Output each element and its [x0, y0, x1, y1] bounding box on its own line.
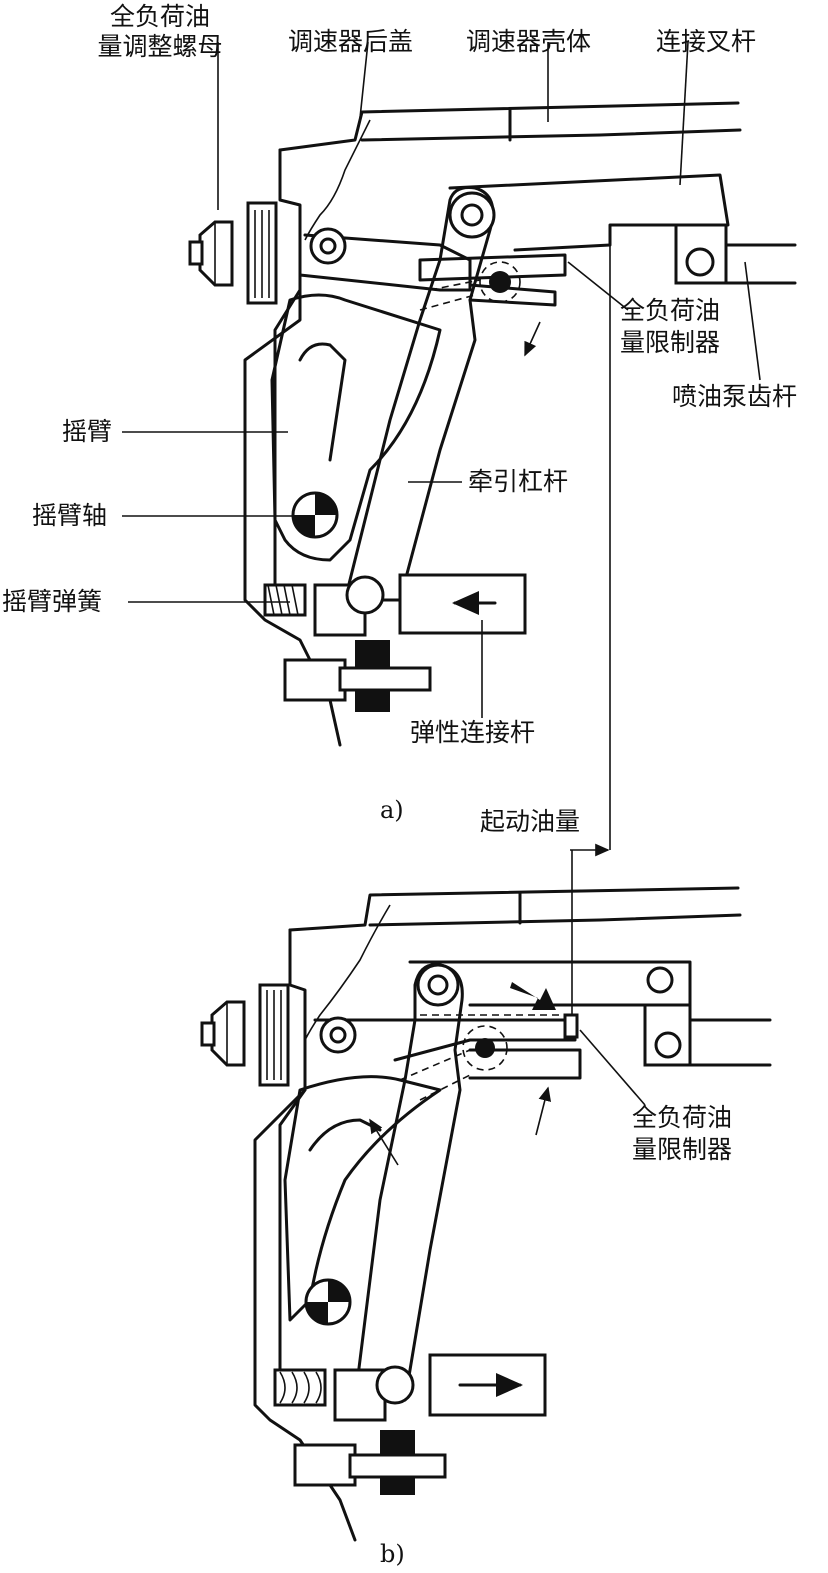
caption-a: a) — [380, 796, 404, 824]
label-housing: 调速器壳体 — [466, 27, 592, 56]
label-rack: 喷油泵齿杆 — [672, 382, 798, 411]
caption-b: b) — [380, 1540, 405, 1568]
label-start-fuel: 起动油量 — [480, 807, 581, 836]
label-rocker-spring: 摇臂弹簧 — [2, 587, 103, 616]
label-rear-cover: 调速器后盖 — [288, 27, 414, 56]
label-adjust-nut: 全负荷油 量调整螺母 — [97, 2, 223, 61]
adjust-nut — [198, 220, 234, 287]
label-rocker-arm: 摇臂 — [62, 417, 113, 446]
label-rocker-shaft: 摇臂轴 — [32, 501, 108, 530]
label-elastic-rod: 弹性连接杆 — [410, 718, 536, 747]
diagram-b — [200, 850, 772, 1542]
diagram-a — [122, 41, 797, 857]
label-traction-lever: 牵引杠杆 — [468, 467, 569, 496]
label-limiter-b: 全负荷油 量限制器 — [632, 1103, 733, 1164]
label-limiter-a: 全负荷油 量限制器 — [620, 296, 721, 357]
label-fork-lever: 连接叉杆 — [656, 27, 757, 56]
